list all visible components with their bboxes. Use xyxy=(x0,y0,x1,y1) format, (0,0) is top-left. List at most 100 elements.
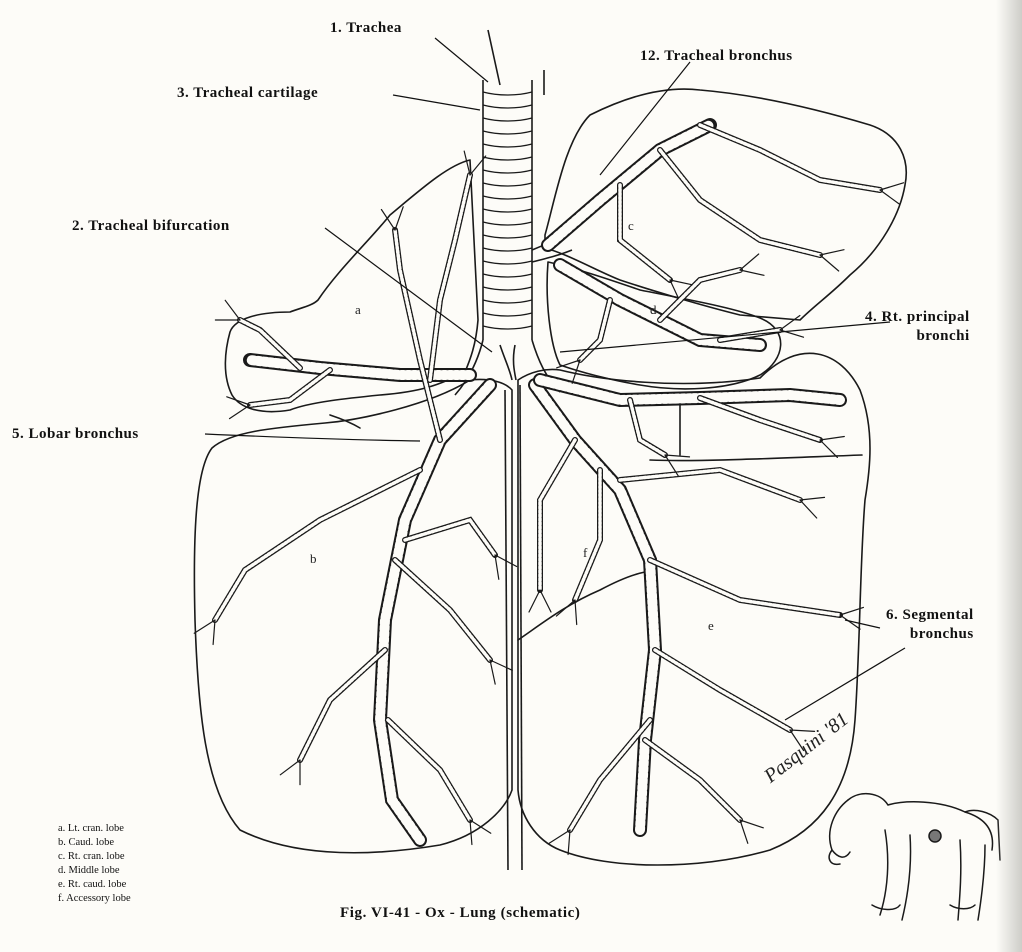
label-rt-principal-line1: 4. Rt. principal xyxy=(865,308,970,327)
tracheal-ring xyxy=(483,92,532,95)
legend-item: a. Lt. cran. lobe xyxy=(58,822,131,836)
segmental-branch-hatching xyxy=(700,398,820,440)
segmental-branch-hatching xyxy=(645,740,740,820)
tracheal-ring xyxy=(483,196,532,199)
tracheal-ring xyxy=(483,183,532,186)
terminal-twig xyxy=(665,455,690,457)
terminal-twig xyxy=(820,440,837,457)
tracheal-ring xyxy=(483,105,532,108)
main-bronchus-hatching xyxy=(380,385,490,840)
tracheal-ring xyxy=(483,144,532,147)
segmental-branch-hatching xyxy=(575,470,600,600)
terminal-twig xyxy=(820,437,844,441)
tracheal-ring xyxy=(483,261,532,264)
label-tracheal-bifurcation: 2. Tracheal bifurcation xyxy=(72,218,230,235)
terminal-twig xyxy=(840,615,860,629)
segmental-branch xyxy=(300,650,385,760)
lobe-outline-left-caudal xyxy=(194,379,512,852)
segmental-branch-hatching xyxy=(405,520,495,555)
tracheal-ring xyxy=(483,300,532,303)
lobe-letter-e: e xyxy=(708,618,714,634)
label-tracheal-cartilage: 3. Tracheal cartilage xyxy=(177,85,318,102)
segmental-branch-hatching xyxy=(650,560,840,615)
terminal-twig xyxy=(670,280,694,285)
legend-item: d. Middle lobe xyxy=(58,864,131,878)
terminal-twig xyxy=(549,830,570,843)
tracheal-rings xyxy=(483,92,532,329)
horse-illustration-icon xyxy=(829,794,1000,920)
segmental-branch xyxy=(580,300,610,360)
terminal-twig xyxy=(568,830,570,855)
segmental-branch-hatching xyxy=(655,650,790,730)
terminal-twig xyxy=(800,500,817,518)
terminal-twig xyxy=(800,497,825,500)
terminal-twig xyxy=(225,300,240,320)
terminal-twig xyxy=(213,620,215,645)
segmental-branch-hatching xyxy=(700,125,880,190)
tracheal-ring xyxy=(483,157,532,160)
terminal-twig xyxy=(490,660,495,684)
tracheal-ring xyxy=(483,287,532,290)
segmental-branch xyxy=(540,440,575,590)
leader-tracheal-bifurcation xyxy=(325,228,492,352)
terminal-twig xyxy=(575,600,577,625)
terminal-twig xyxy=(740,254,759,270)
segmental-branch-hatching xyxy=(250,370,330,405)
terminal-twig xyxy=(820,255,839,271)
leader-segmental-bronchus xyxy=(845,620,880,628)
label-rt-principal-line2: bronchi xyxy=(865,327,970,346)
main-bronchus xyxy=(535,385,655,830)
label-lobar-bronchus: 5. Lobar bronchus xyxy=(12,426,139,443)
tracheal-ring xyxy=(483,131,532,134)
segmental-branch xyxy=(650,560,840,615)
leader-tracheal-cartilage xyxy=(393,95,480,110)
terminal-twig xyxy=(230,405,251,419)
label-trachea: 1. Trachea xyxy=(330,20,402,37)
segmental-branch xyxy=(620,470,800,500)
terminal-twig xyxy=(540,590,551,612)
terminal-twig xyxy=(194,620,215,633)
lobe-letter-d: d xyxy=(650,302,657,318)
page-edge-shadow xyxy=(996,0,1022,952)
lobe-letter-f: f xyxy=(583,545,587,561)
legend-item: b. Caud. lobe xyxy=(58,836,131,850)
label-segmental-line1: 6. Segmental xyxy=(886,606,974,625)
segmental-branch xyxy=(575,470,600,600)
leader-segmental-bronchus-2 xyxy=(785,648,905,720)
lobe-legend: a. Lt. cran. lobe b. Caud. lobe c. Rt. c… xyxy=(58,822,131,906)
segmental-branch-hatching xyxy=(540,440,575,590)
terminal-twig xyxy=(740,820,748,843)
legend-item: f. Accessory lobe xyxy=(58,892,131,906)
terminal-twig xyxy=(529,590,540,612)
terminal-twig xyxy=(780,316,800,331)
terminal-twig xyxy=(740,820,763,828)
figure-caption: Fig. VI-41 - Ox - Lung (schematic) xyxy=(340,905,581,922)
lobe-letter-c: c xyxy=(628,218,634,234)
tracheal-ring xyxy=(483,209,532,212)
lobe-letter-a: a xyxy=(355,302,361,318)
terminal-twig xyxy=(495,555,499,579)
tracheal-ring xyxy=(483,274,532,277)
leader-trachea xyxy=(435,38,488,82)
tracheal-ring xyxy=(483,248,532,251)
terminal-twig xyxy=(227,397,250,405)
lobe-letter-b: b xyxy=(310,551,317,567)
tracheal-ring xyxy=(483,235,532,238)
tracheal-ring xyxy=(483,313,532,316)
terminal-twig xyxy=(464,151,470,175)
tracheal-ring xyxy=(483,326,532,329)
terminal-twig xyxy=(490,660,512,670)
terminal-twig xyxy=(880,190,900,205)
main-bronchus-hatching xyxy=(560,265,760,345)
tracheal-ring xyxy=(483,222,532,225)
label-rt-principal-bronchi: 4. Rt. principal bronchi xyxy=(865,308,970,346)
terminal-twig xyxy=(820,250,844,255)
legend-item: c. Rt. cran. lobe xyxy=(58,850,131,864)
label-segmental-bronchus: 6. Segmental bronchus xyxy=(886,606,974,644)
segmental-branch-hatching xyxy=(300,650,385,760)
terminal-twig xyxy=(556,600,575,616)
tracheal-ring xyxy=(483,118,532,121)
label-segmental-line2: bronchus xyxy=(886,625,974,644)
